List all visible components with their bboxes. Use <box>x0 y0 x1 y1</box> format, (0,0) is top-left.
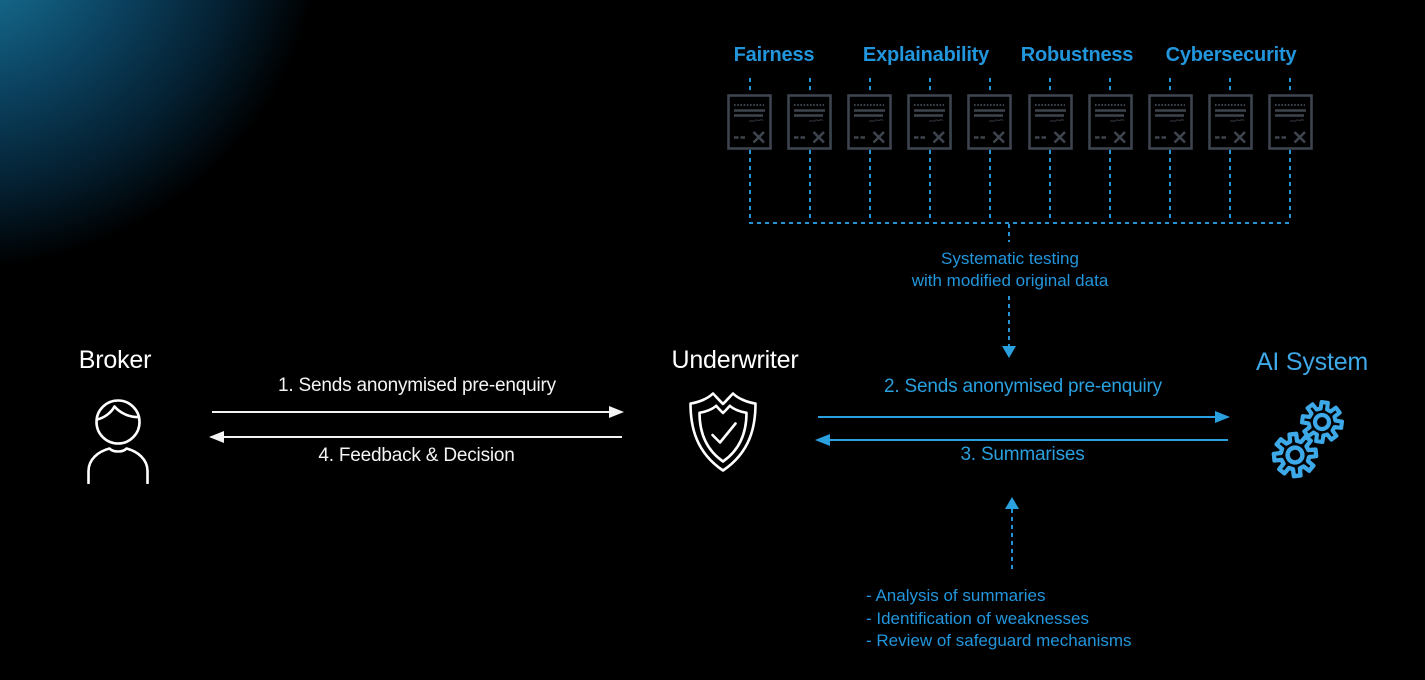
connector-dash <box>1049 78 1052 94</box>
note-identification: - Identification of weaknesses <box>866 608 1090 628</box>
test-document <box>1147 78 1193 222</box>
ai-system-label: AI System <box>1255 348 1369 376</box>
flow-label-step4: 4. Feedback & Decision <box>318 445 515 466</box>
note-review: - Review of safeguard mechanisms <box>866 631 1132 650</box>
category-label-explainability: Explainability <box>862 44 990 66</box>
connector-dash <box>808 150 811 222</box>
rejected-document-icon <box>1268 94 1313 150</box>
connector-dash <box>1109 78 1112 94</box>
ai-review-notes: - Analysis of summaries - Identification… <box>866 585 1132 653</box>
test-document <box>787 78 832 222</box>
arrow-underwriter-to-ai <box>818 411 1230 423</box>
arrow-down-head <box>1002 346 1016 358</box>
arrow-head-right <box>609 406 624 418</box>
connector-dash <box>1289 150 1292 222</box>
flow-label-step3: 3. Summarises <box>960 444 1085 465</box>
arrow-broker-to-underwriter <box>212 406 624 418</box>
connector-dash <box>868 78 871 94</box>
arrow-head-right <box>1215 411 1230 423</box>
test-documents-row <box>727 78 1313 222</box>
review-flow-dashed-line <box>1011 509 1013 571</box>
underwriter-label: Underwriter <box>671 346 799 374</box>
category-label-cybersecurity: Cybersecurity <box>1165 44 1297 66</box>
connector-dash <box>1169 78 1172 94</box>
connector-dash <box>868 150 871 222</box>
test-document <box>1208 78 1253 222</box>
note-analysis: - Analysis of summaries <box>866 586 1046 605</box>
connector-dash <box>1109 150 1112 222</box>
connector-dash <box>1229 150 1232 222</box>
person-icon <box>87 399 149 484</box>
broker-label: Broker <box>78 346 152 374</box>
connector-dash <box>988 150 991 222</box>
rejected-document-icon <box>1027 94 1073 150</box>
connector-dash <box>928 78 931 94</box>
connector-dash <box>808 78 811 94</box>
arrow-head-left <box>815 434 830 446</box>
flow-label-step1: 1. Sends anonymised pre-enquiry <box>278 375 556 396</box>
connector-dash <box>1169 150 1172 222</box>
connector-dash <box>1289 78 1292 94</box>
test-document <box>847 78 893 222</box>
arrow-head-left <box>209 431 224 443</box>
shield-check-icon <box>689 392 757 472</box>
gears-icon <box>1264 388 1356 484</box>
test-document <box>727 78 772 222</box>
connector-dash <box>1229 78 1232 94</box>
connector-dash <box>928 150 931 222</box>
testing-flow-dashed-line <box>1008 296 1010 346</box>
rejected-document-icon <box>967 94 1013 150</box>
test-document <box>1027 78 1073 222</box>
test-document <box>907 78 953 222</box>
connector-dash <box>988 78 991 94</box>
caption-line-2: with modified original data <box>911 271 1109 290</box>
test-document <box>1268 78 1313 222</box>
test-document <box>1087 78 1133 222</box>
rejected-document-icon <box>1147 94 1193 150</box>
rejected-document-icon <box>727 94 772 150</box>
caption-line-1: Systematic testing <box>941 249 1079 268</box>
arrow-underwriter-to-broker <box>209 431 622 443</box>
rejected-document-icon <box>1208 94 1253 150</box>
arrow-ai-to-underwriter <box>815 434 1228 446</box>
flow-label-step2: 2. Sends anonymised pre-enquiry <box>884 376 1162 397</box>
rejected-document-icon <box>787 94 832 150</box>
category-label-fairness: Fairness <box>733 44 815 66</box>
rejected-document-icon <box>907 94 953 150</box>
bracket-stub-dash <box>1008 224 1010 242</box>
connector-dash <box>748 150 751 222</box>
arrow-up-head <box>1005 497 1019 509</box>
test-document <box>967 78 1013 222</box>
category-label-robustness: Robustness <box>1020 44 1134 66</box>
rejected-document-icon <box>847 94 893 150</box>
rejected-document-icon <box>1087 94 1133 150</box>
bracket-dashed-line <box>749 222 1289 224</box>
connector-dash <box>748 78 751 94</box>
connector-dash <box>1049 150 1052 222</box>
systematic-testing-caption: Systematic testing with modified origina… <box>912 248 1109 292</box>
